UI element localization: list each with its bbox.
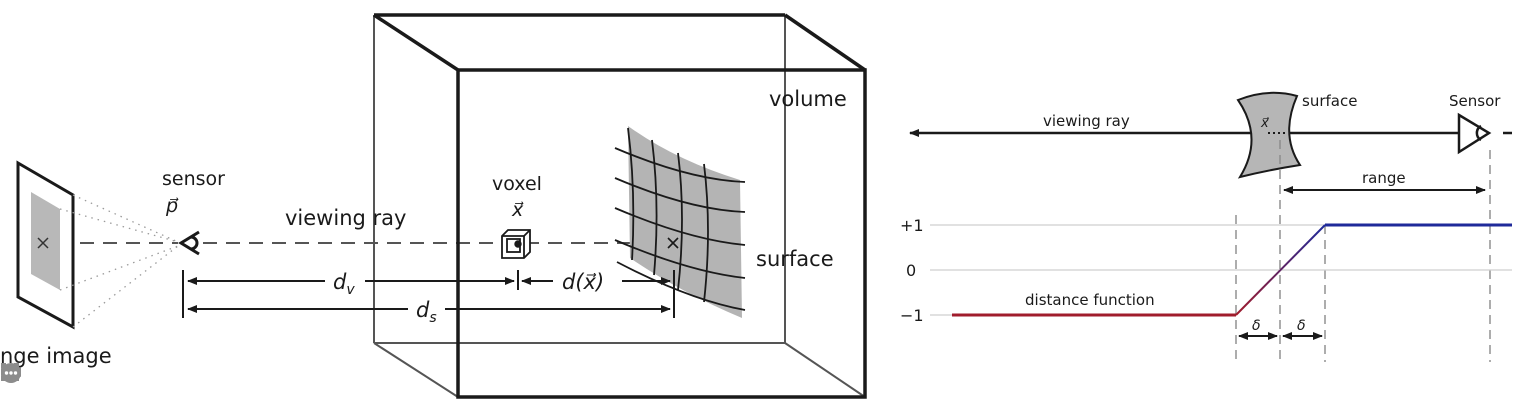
voxel-cube-icon	[501, 229, 531, 259]
volume-front	[373, 13, 867, 399]
volume-back	[373, 15, 866, 398]
range-image	[16, 160, 75, 330]
sensor-label: sensor	[162, 168, 225, 190]
surface-patch-right	[1236, 91, 1302, 179]
surface-label-right: surface	[1302, 92, 1357, 110]
surface-point-cross-icon	[667, 237, 679, 249]
surface-x-symbol: x⃗	[1260, 116, 1269, 131]
sensor-symbol: p⃗	[165, 195, 179, 217]
ds-label: ds	[416, 298, 437, 326]
y-tick-zero: 0	[906, 261, 916, 280]
dv-label: dv	[333, 270, 355, 298]
focus-icon[interactable]	[1, 363, 64, 387]
surface-patch	[614, 126, 746, 318]
sensor-label-right: Sensor	[1449, 92, 1501, 110]
reference-lines	[930, 224, 1512, 316]
sensor-icon	[1457, 112, 1492, 155]
dx-label: d(x⃗)	[562, 270, 604, 294]
volume-label: volume	[769, 87, 847, 111]
voxel-label: voxel	[492, 173, 542, 195]
surface-label: surface	[756, 247, 834, 271]
delta-left-label: δ	[1252, 318, 1261, 334]
dimension-lines	[182, 270, 675, 318]
comment-icon[interactable]	[2, 365, 144, 387]
delta-right-label: δ	[1297, 318, 1306, 334]
voxel-symbol: x⃗	[511, 199, 524, 221]
projection-lines	[59, 194, 179, 328]
viewing-ray-label-right: viewing ray	[1043, 112, 1130, 130]
y-tick-plus-one: +1	[900, 216, 924, 235]
ramp-segment	[1235, 224, 1326, 316]
distance-function-label: distance function	[1025, 291, 1155, 309]
sensor-eye-icon	[178, 230, 200, 256]
pixel-cross-icon	[37, 237, 49, 249]
guide-lines	[1235, 140, 1491, 362]
viewing-ray-label: viewing ray	[285, 206, 406, 230]
distance-function-curve	[952, 223, 1512, 317]
more-icon[interactable]	[1, 363, 184, 387]
y-tick-minus-one: −1	[900, 306, 924, 325]
camera-icon[interactable]	[1, 365, 104, 387]
overlay-toolbar	[0, 362, 187, 390]
range-label: range	[1362, 169, 1406, 187]
